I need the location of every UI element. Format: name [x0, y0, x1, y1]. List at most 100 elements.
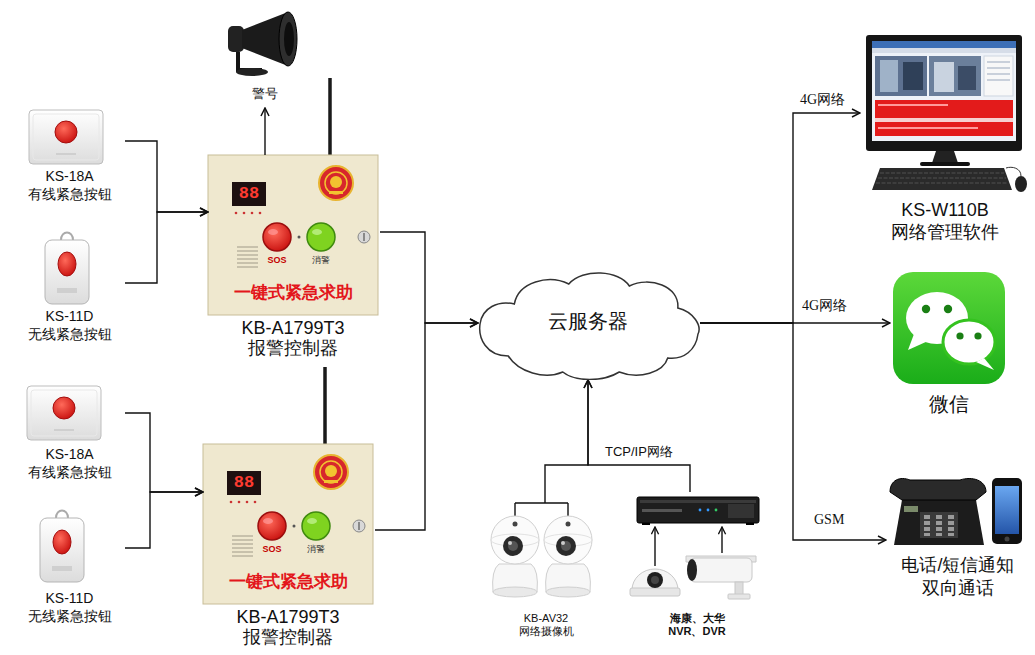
- panel-title: 一键式紧急求助: [203, 570, 373, 594]
- telephone-icon: [890, 479, 986, 501]
- telephone-icon: [948, 527, 954, 531]
- nvr-icon: [637, 497, 759, 523]
- network-camera-icon: [491, 516, 539, 597]
- computer-icon: [987, 74, 1010, 75]
- computer-icon: [920, 162, 970, 166]
- nvr-icon: [699, 509, 702, 512]
- camera-wire: [515, 495, 568, 516]
- wechat-icon: [922, 305, 930, 313]
- computer-icon: [872, 48, 1016, 53]
- button-label: 消警: [301, 544, 331, 555]
- siren-icon: [228, 26, 244, 52]
- button-label: SOS: [257, 544, 287, 555]
- alarm-controller: 88SOS消警一键式紧急求助KB-A1799T3 报警控制器: [208, 155, 380, 315]
- nvr-icon: [637, 497, 759, 525]
- mobile-phone-icon: [992, 478, 1022, 544]
- connector-arrow: [700, 113, 860, 323]
- node-label: 微信: [890, 392, 1008, 417]
- computer-icon: [872, 168, 1012, 190]
- connector-arrow: [700, 323, 886, 540]
- telephone-icon: [936, 515, 942, 519]
- siren-icon: [284, 22, 294, 56]
- camera-wire: [515, 495, 568, 516]
- button-label: SOS: [262, 255, 292, 266]
- computer-icon: [932, 151, 958, 163]
- node-label: KB-AV32 网络摄像机: [511, 612, 581, 638]
- controller-panel: [208, 78, 378, 315]
- node-label: 海康、大华 NVR、DVR: [659, 612, 735, 638]
- computer-icon: [876, 183, 1008, 184]
- computer-icon: [878, 127, 978, 129]
- computer-icon: [1015, 176, 1027, 192]
- camera-arrow: [654, 527, 655, 566]
- computer-icon: [1006, 167, 1021, 176]
- wireless-button-icon: [45, 233, 89, 305]
- dome-camera-icon: [630, 569, 680, 596]
- computer-icon: [984, 56, 1013, 96]
- node-label: KS-18A 有线紧急按钮: [22, 168, 117, 203]
- telephone-icon: [948, 533, 954, 536]
- node-label: 电话/短信通知 双向通话: [888, 554, 1028, 599]
- edge-label: GSM: [812, 512, 846, 529]
- cloud-server: 云服务器: [478, 268, 700, 380]
- telephone-icon: [924, 515, 930, 519]
- wechat: 微信: [890, 270, 1010, 420]
- computer-icon: [875, 118, 1013, 122]
- bullet-camera-icon: [728, 594, 750, 599]
- bullet-camera-icon: [735, 582, 743, 595]
- telephone-icon: [924, 521, 930, 525]
- edge-label: 4G网络: [798, 92, 847, 109]
- connector-arrow: [125, 413, 203, 492]
- node-label: KS-W110B 网络管理软件: [885, 200, 1005, 243]
- wireless-button: KS-11D 无线紧急按钮: [15, 505, 125, 627]
- wired-button-icon: [29, 110, 103, 164]
- telephone-icon: [894, 500, 984, 545]
- computer-icon: [929, 56, 981, 96]
- bullet-camera-icon: [686, 556, 756, 599]
- connector-arrow: [545, 380, 588, 495]
- dome-camera-icon: [632, 569, 678, 590]
- computer-icon: [934, 62, 954, 92]
- computer-icon: [958, 66, 976, 90]
- wechat-icon: [893, 272, 1005, 384]
- connector-arrow: [375, 323, 478, 530]
- wechat-icon: [943, 320, 995, 364]
- siren: 警号: [225, 2, 307, 108]
- computer-icon: [987, 62, 1010, 63]
- wired-button: KS-18A 有线紧急按钮: [15, 108, 125, 208]
- nvr-icon: [746, 523, 754, 525]
- bullet-camera-icon: [690, 558, 752, 582]
- node-label: 云服务器: [478, 309, 698, 334]
- siren-icon: [238, 52, 262, 70]
- device-label: KB-A1799T3 报警控制器: [228, 608, 348, 648]
- mobile-phone-icon: [1005, 537, 1010, 542]
- wired-button-icon: [27, 386, 101, 440]
- dome-camera-icon: [630, 588, 680, 596]
- computer-icon: [880, 60, 898, 92]
- edge-label: 4G网络: [800, 298, 849, 315]
- alarm-controller: 88SOS消警一键式紧急求助KB-A1799T3 报警控制器: [203, 444, 375, 604]
- bullet-camera-icon: [687, 559, 697, 581]
- dome-camera-icon: [647, 572, 663, 588]
- nvr-icon: [715, 509, 718, 512]
- network-camera-icon: [544, 516, 592, 597]
- computer-icon: [875, 100, 1013, 136]
- computer-icon: [875, 56, 927, 96]
- computer-icon: [878, 178, 1006, 179]
- computer-icon: [866, 35, 1022, 151]
- nvr-icon: [707, 509, 710, 512]
- telephone-icon: [936, 527, 942, 531]
- telephone-icon: [948, 521, 954, 525]
- nvr-icon: [642, 509, 682, 512]
- computer-icon: [878, 104, 948, 106]
- wechat-icon: [908, 334, 928, 350]
- controller-panel: [203, 367, 373, 604]
- management-software: KS-W110B 网络管理软件: [860, 30, 1030, 245]
- wired-button: KS-18A 有线紧急按钮: [15, 382, 125, 485]
- siren-icon: [279, 12, 297, 66]
- wireless-button-icon: [40, 511, 84, 583]
- wechat-icon: [944, 305, 952, 313]
- connector-arrow: [264, 108, 265, 155]
- telephone-icon: [920, 512, 958, 538]
